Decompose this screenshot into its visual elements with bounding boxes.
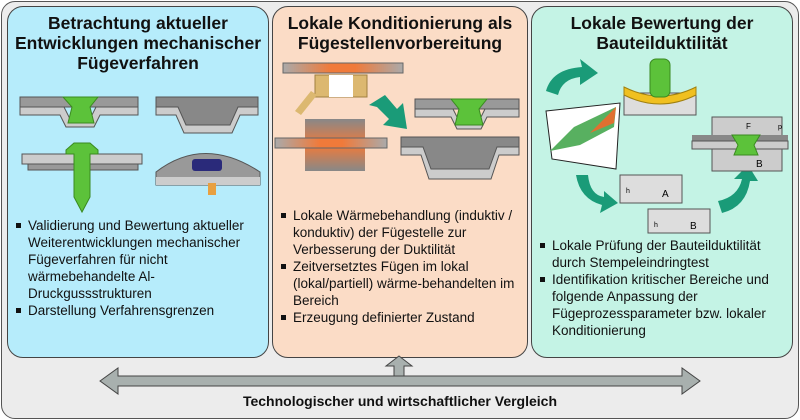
arrow-right-icon: [369, 95, 407, 129]
bullet-list: Lokale Prüfung der Bauteilduktilität dur…: [540, 237, 790, 339]
bullet-item: Darstellung Verfahrensgrenzen: [16, 302, 266, 319]
inductive-heating-illustration: [282, 62, 404, 115]
panel-mechanical-joining: Betrachtung aktueller Entwicklungen mech…: [7, 6, 269, 358]
indent-depth-label: h: [626, 188, 630, 195]
flow-drill-screw-illustration: [21, 142, 143, 214]
pressure-label: p: [778, 124, 782, 131]
footer-caption: Technologischer und wirtschaftlicher Ver…: [242, 393, 558, 409]
panel-title: Lokale Konditionierung als Fügestellenvo…: [287, 13, 513, 53]
adjusted-joint-illustration: F p B: [691, 116, 789, 172]
specimen-label: A: [662, 189, 669, 200]
joined-rivet-illustration: [414, 98, 520, 130]
panel-title: Lokale Bewertung der Bauteilduktilität: [570, 13, 754, 53]
bullet-list: Lokale Wärmebehandlung (induktiv / kondu…: [281, 207, 526, 326]
bullet-item: Lokale Wärmebehandlung (induktiv / kondu…: [281, 207, 526, 258]
fe-simulation-illustration: [155, 153, 261, 195]
bullet-item: Zeitversetztes Fügen im lokal (lokal/par…: [281, 258, 526, 309]
specimen-b: B h: [647, 208, 711, 234]
clinch-rivet-illustration: [19, 96, 139, 128]
cycle-arrow-icon: [718, 165, 758, 213]
bullet-item: Identifikation kritischer Bereiche und f…: [540, 271, 790, 339]
joining-illustrations: [19, 96, 261, 214]
conditioning-illustrations: [274, 62, 520, 180]
ductility-cycle-illustration: A h B h F p B: [545, 58, 789, 234]
bullet-item: Lokale Prüfung der Bauteilduktilität dur…: [540, 237, 790, 271]
conductive-heating-illustration: [274, 119, 388, 171]
panel-ductility-evaluation: Lokale Bewertung der Bauteilduktilität A…: [531, 6, 793, 358]
bullet-item: Erzeugung definierter Zustand: [281, 309, 526, 326]
panel-title: Betrachtung aktueller Entwicklungen mech…: [14, 13, 262, 73]
specimen-label: B: [756, 159, 763, 170]
ductility-surface-plot: [545, 102, 621, 170]
force-label: F: [746, 122, 751, 131]
cycle-arrow-icon: [546, 59, 598, 95]
indent-depth-label: h: [654, 222, 658, 229]
bullet-list: Validierung und Bewertung aktueller Weit…: [16, 217, 266, 319]
specimen-label: B: [690, 221, 697, 232]
clinch-illustration: [155, 96, 259, 134]
specimen-a: A h: [619, 174, 683, 204]
cycle-arrow-icon: [576, 175, 618, 213]
punch-test-illustration: [623, 58, 697, 116]
bullet-item: Validierung und Bewertung aktueller Weit…: [16, 217, 266, 302]
joined-clinch-illustration: [400, 136, 520, 180]
panel-local-conditioning: Lokale Konditionierung als Fügestellenvo…: [272, 6, 528, 358]
